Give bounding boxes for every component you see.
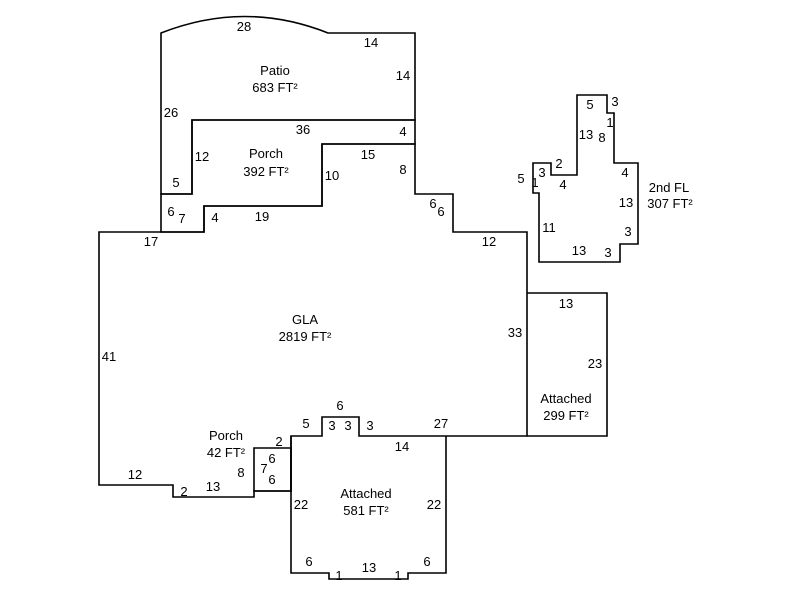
dimension-label: 1 <box>335 568 342 583</box>
dimension-label: 2 <box>180 484 187 499</box>
room-area-porch-upper: 392 FT² <box>243 164 289 179</box>
dimension-label: 8 <box>237 465 244 480</box>
room-area-gla: 2819 FT² <box>279 329 332 344</box>
dimension-label: 3 <box>328 418 335 433</box>
room-area-attached-lower: 581 FT² <box>343 503 389 518</box>
room-area-attached-right: 299 FT² <box>543 408 589 423</box>
dimension-label: 12 <box>482 234 496 249</box>
attached-lower-outline <box>290 436 447 580</box>
dimension-label: 13 <box>572 243 586 258</box>
dimension-label: 5 <box>172 175 179 190</box>
room-area-second-floor: 307 FT² <box>647 196 693 211</box>
dimension-label: 23 <box>588 356 602 371</box>
dimension-label: 4 <box>559 177 566 192</box>
room-name-patio: Patio <box>260 63 290 78</box>
room-area-patio: 683 FT² <box>252 80 298 95</box>
patio-outline <box>160 15 416 195</box>
dimension-label: 3 <box>604 245 611 260</box>
dimension-label: 1 <box>531 175 538 190</box>
dimension-label: 28 <box>237 19 251 34</box>
dimension-label: 13 <box>619 195 633 210</box>
dimension-label: 6 <box>423 554 430 569</box>
dimension-label: 6 <box>336 398 343 413</box>
dimension-label: 4 <box>399 124 406 139</box>
dimension-label: 6 <box>268 472 275 487</box>
dimension-label: 3 <box>344 418 351 433</box>
dimension-label: 19 <box>255 209 269 224</box>
dimension-label: 17 <box>144 234 158 249</box>
dimension-label: 12 <box>128 467 142 482</box>
dimension-label: 36 <box>296 122 310 137</box>
dimension-label: 3 <box>366 418 373 433</box>
room-area-porch-lower: 42 FT² <box>207 445 246 460</box>
dimension-label: 15 <box>361 147 375 162</box>
room-name-porch-upper: Porch <box>249 146 283 161</box>
room-name-attached-right: Attached <box>540 391 591 406</box>
dimension-label: 13 <box>206 479 220 494</box>
dimension-label: 10 <box>325 168 339 183</box>
dimension-label: 2 <box>275 434 282 449</box>
room-name-attached-lower: Attached <box>340 486 391 501</box>
dimension-label: 13 <box>362 560 376 575</box>
dimension-label: 5 <box>586 97 593 112</box>
room-name-porch-lower: Porch <box>209 428 243 443</box>
dimension-label: 6 <box>167 204 174 219</box>
dimension-labels: 28 14 14 26 36 4 12 15 8 10 5 6 7 4 19 6… <box>102 19 633 583</box>
dimension-label: 1 <box>606 115 613 130</box>
dimension-label: 3 <box>624 224 631 239</box>
dimension-label: 13 <box>559 296 573 311</box>
dimension-label: 33 <box>508 325 522 340</box>
dimension-label: 8 <box>399 162 406 177</box>
dimension-label: 22 <box>427 497 441 512</box>
dimension-label: 3 <box>611 94 618 109</box>
dimension-label: 22 <box>294 497 308 512</box>
attached-right-outline <box>527 292 608 437</box>
dimension-label: 6 <box>437 204 444 219</box>
dimension-label: 14 <box>395 439 409 454</box>
gla-outline <box>98 143 528 498</box>
dimension-label: 6 <box>268 451 275 466</box>
dimension-label: 13 <box>579 127 593 142</box>
dimension-label: 41 <box>102 349 116 364</box>
dimension-label: 5 <box>302 416 309 431</box>
dimension-label: 5 <box>517 171 524 186</box>
dimension-label: 2 <box>555 156 562 171</box>
dimension-label: 7 <box>260 461 267 476</box>
dimension-label: 4 <box>211 210 218 225</box>
dimension-label: 4 <box>621 165 628 180</box>
dimension-label: 14 <box>396 68 410 83</box>
room-name-gla: GLA <box>292 312 318 327</box>
dimension-label: 6 <box>429 196 436 211</box>
dimension-label: 12 <box>195 149 209 164</box>
dimension-label: 3 <box>538 165 545 180</box>
dimension-label: 8 <box>598 130 605 145</box>
dimension-label: 14 <box>364 35 378 50</box>
dimension-label: 6 <box>305 554 312 569</box>
dimension-label: 26 <box>164 105 178 120</box>
dimension-label: 7 <box>178 211 185 226</box>
dimension-label: 1 <box>394 568 401 583</box>
room-name-second-floor: 2nd FL <box>649 180 689 195</box>
dimension-label: 27 <box>434 416 448 431</box>
second-floor-outline <box>532 94 639 263</box>
dimension-label: 11 <box>542 220 556 235</box>
